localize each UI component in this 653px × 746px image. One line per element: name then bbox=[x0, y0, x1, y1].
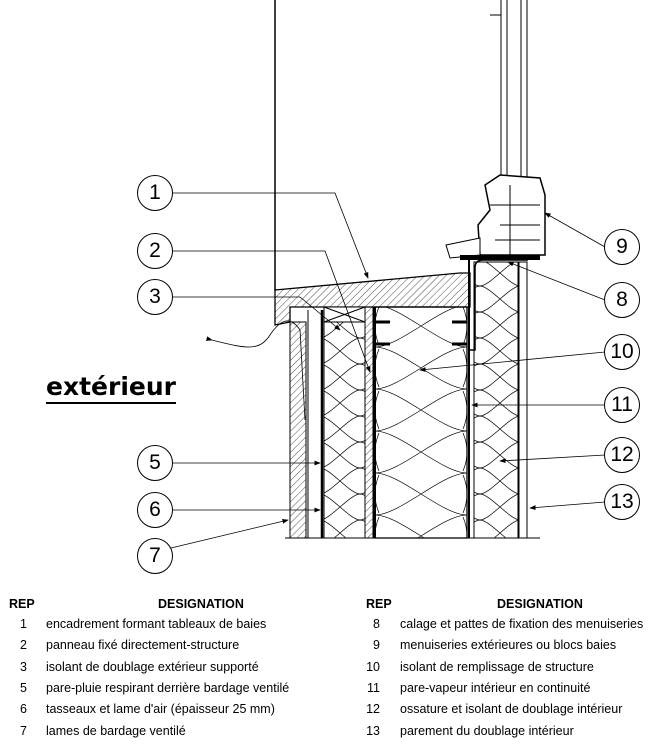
callout-5: 5 bbox=[137, 445, 173, 481]
legend-rep-number: 1 bbox=[20, 617, 27, 631]
exterior-label: extérieur bbox=[46, 372, 176, 404]
legend-rep-number: 12 bbox=[366, 702, 380, 717]
structure-insulation bbox=[374, 306, 468, 539]
legend-rep-number: 11 bbox=[367, 680, 380, 695]
legend-designation: parement du doublage intérieur bbox=[400, 723, 574, 738]
callout-7: 7 bbox=[137, 538, 173, 574]
legend-designation-header: DESIGNATION bbox=[158, 597, 244, 611]
window-frame bbox=[445, 174, 546, 260]
callout-1: 1 bbox=[137, 175, 173, 211]
callout-13: 13 bbox=[604, 484, 640, 520]
legend-designation: panneau fixé directement-structure bbox=[46, 638, 240, 653]
interior-insulation bbox=[473, 261, 519, 539]
legend-designation: calage et pattes de fixation des menuise… bbox=[400, 617, 644, 631]
legend-rep-number: 6 bbox=[20, 702, 27, 717]
legend-rep-number: 8 bbox=[373, 617, 380, 631]
callout-9: 9 bbox=[604, 229, 640, 265]
interior-facing bbox=[518, 261, 528, 539]
legend-rep-number: 2 bbox=[20, 638, 27, 653]
cladding-boards bbox=[289, 321, 307, 539]
leader-lines bbox=[170, 192, 606, 549]
callout-6: 6 bbox=[137, 492, 173, 528]
legend-designation: pare-pluie respirant derrière bardage ve… bbox=[46, 680, 290, 695]
legend-designation: isolant de remplissage de structure bbox=[400, 659, 594, 674]
legend-rep-number: 5 bbox=[20, 680, 27, 695]
legend-rep-number: 7 bbox=[20, 723, 27, 738]
legend-designation: ossature et isolant de doublage intérieu… bbox=[400, 702, 623, 717]
callout-11: 11 bbox=[604, 387, 640, 423]
legend-designation: isolant de doublage extérieur supporté bbox=[46, 659, 259, 674]
legend-designation: pare-vapeur intérieur en continuité bbox=[400, 680, 591, 695]
ventilation-arrow bbox=[205, 320, 306, 421]
window-opening-frame bbox=[274, 0, 528, 290]
legend-designation: encadrement formant tableaux de baies bbox=[46, 617, 267, 631]
callout-2: 2 bbox=[137, 233, 173, 269]
legend-rep-number: 3 bbox=[20, 659, 27, 674]
legend-designation: tasseaux et lame d'air (épaisseur 25 mm) bbox=[46, 702, 275, 717]
legend-rep-number: 13 bbox=[366, 723, 380, 738]
callout-12: 12 bbox=[604, 437, 640, 473]
legend-rep-header: REP bbox=[366, 597, 392, 611]
legend-rep-number: 10 bbox=[366, 659, 380, 674]
callout-10: 10 bbox=[604, 334, 640, 370]
structural-panel bbox=[364, 306, 374, 539]
legend-rep-number: 9 bbox=[373, 638, 380, 653]
callout-3: 3 bbox=[137, 279, 173, 315]
legend-rep-header: REP bbox=[9, 597, 35, 611]
legend-designation: menuiseries extérieures ou blocs baies bbox=[400, 638, 617, 653]
fixing-brackets bbox=[375, 320, 467, 346]
legend-designation-header: DESIGNATION bbox=[497, 597, 583, 611]
callout-8: 8 bbox=[604, 282, 640, 318]
legend-designation: lames de bardage ventilé bbox=[46, 723, 186, 738]
exterior-insulation bbox=[323, 321, 366, 539]
